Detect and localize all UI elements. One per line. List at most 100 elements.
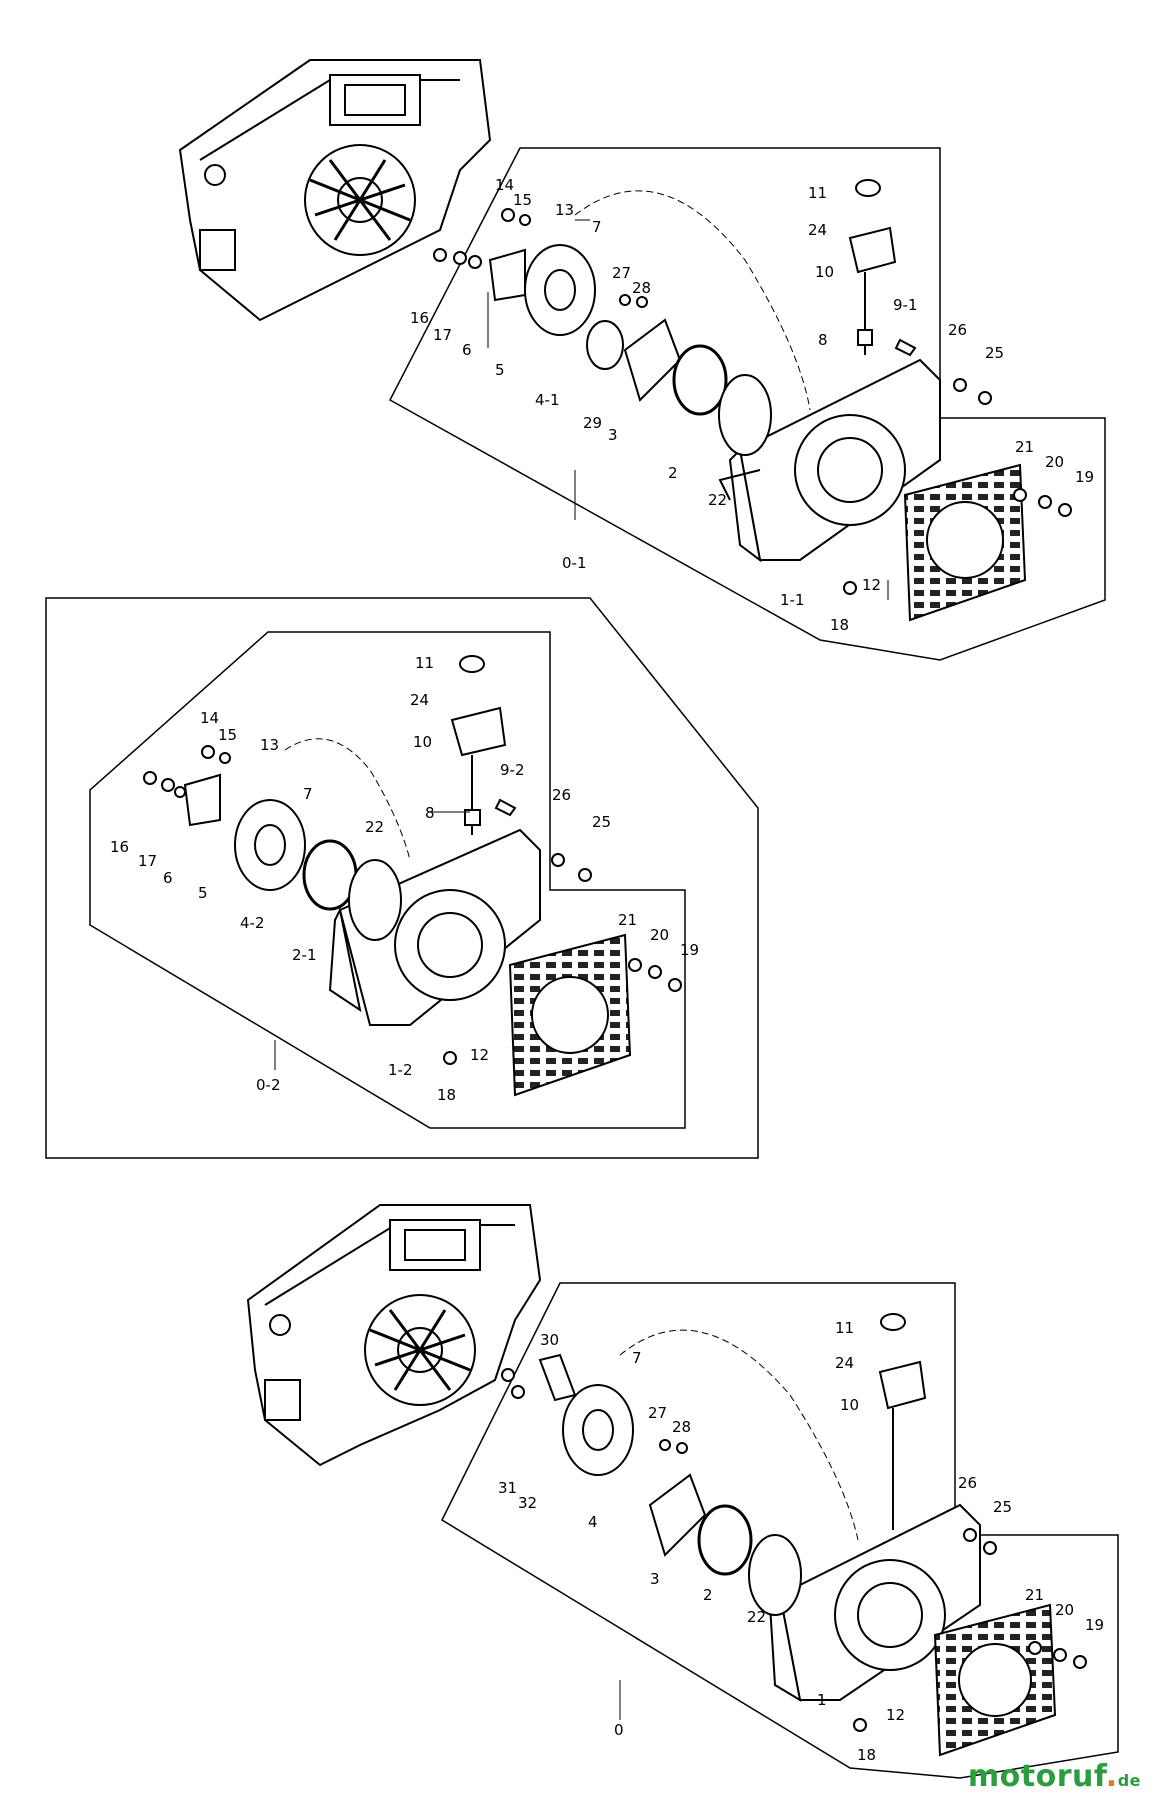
pulley-hub-middle: [254, 824, 286, 866]
disk-22-top: [718, 374, 772, 456]
plate-3-top: [623, 318, 682, 402]
callout-label: 17: [138, 852, 157, 870]
callout-label: 28: [672, 1418, 691, 1436]
callout-label: 25: [993, 1498, 1012, 1516]
callout-label: 6: [163, 869, 173, 887]
callout-label: 26: [958, 1474, 977, 1492]
watermark-logo: motoruf.de: [967, 1759, 1141, 1794]
callout-label: 24: [835, 1354, 854, 1372]
handle-bottom: [878, 1313, 927, 1530]
callout-label: 3: [650, 1570, 660, 1588]
rope-arc-middle: [284, 738, 411, 861]
callout-label: 11: [835, 1319, 854, 1337]
callout-label: 22: [708, 491, 727, 509]
callout-label: 21: [618, 911, 637, 929]
callout-label: 27: [648, 1404, 667, 1422]
grille-top: [903, 463, 1027, 622]
callout-label: 29: [583, 414, 602, 432]
rope-arc-bottom: [619, 1329, 859, 1541]
callout-label: 14: [495, 176, 514, 194]
callout-label: 20: [650, 926, 669, 944]
callout-label: 8: [818, 331, 828, 349]
callout-label: 0-1: [562, 554, 587, 572]
callout-label: 1: [817, 1691, 827, 1709]
group-outline-middle-inner: [89, 631, 686, 1129]
callout-label: 4-2: [240, 914, 265, 932]
callout-label: 18: [830, 616, 849, 634]
callout-label: 24: [410, 691, 429, 709]
callout-label: 22: [747, 1608, 766, 1626]
disk-22-bottom: [748, 1534, 802, 1616]
grille-bottom: [933, 1603, 1057, 1757]
top-assembly: 11 24 10 9-1 8 26 25 21 20 19 18 12 1-1 …: [178, 59, 1106, 661]
group-outline-bottom: [441, 1282, 1119, 1779]
handle-top: [848, 179, 897, 355]
plate-3-bottom: [648, 1473, 707, 1557]
middle-assembly: 11 24 10 9-2 8 26 25 14 15 13 7 16 17 6 …: [45, 597, 759, 1159]
callout-label: 14: [200, 709, 219, 727]
callout-label: 13: [260, 736, 279, 754]
labels-middle: 11 24 10 9-2 8 26 25 14 15 13 7 16 17 6 …: [110, 654, 699, 1104]
callout-label: 0: [614, 1721, 624, 1739]
callout-label: 17: [433, 326, 452, 344]
callout-label: 9-2: [500, 761, 525, 779]
group-outline-top: [389, 147, 1106, 661]
starter-cover-middle: [328, 828, 541, 1026]
ratchet-5-top: [488, 248, 526, 302]
callout-label: 2-1: [292, 946, 317, 964]
callout-label: 25: [985, 344, 1004, 362]
callout-label: 19: [1085, 1616, 1104, 1634]
callout-label: 24: [808, 221, 827, 239]
callout-label: 0-2: [256, 1076, 281, 1094]
callout-label: 2: [703, 1586, 713, 1604]
callout-label: 10: [815, 263, 834, 281]
starter-cover-bottom: [768, 1503, 981, 1703]
callout-label: 1-2: [388, 1061, 413, 1079]
handle-middle: [450, 655, 507, 835]
leaders-middle: [274, 811, 470, 1070]
disk-22-middle: [348, 859, 402, 941]
callout-label: 5: [198, 884, 208, 902]
small-parts-bottom: [501, 1368, 1087, 1732]
bottom-assembly: 11 24 10 30 7 27 28 26 25 31 32 4 3 2 22…: [246, 1204, 1119, 1779]
rope-arc-top: [574, 190, 811, 411]
callout-label: 6: [462, 341, 472, 359]
leaders-bottom: [619, 1465, 894, 1720]
callout-label: 22: [365, 818, 384, 836]
callout-label: 12: [862, 576, 881, 594]
ratchet-5-middle: [183, 773, 221, 827]
callout-label: 4: [588, 1513, 598, 1531]
callout-label: 11: [415, 654, 434, 672]
callout-label: 21: [1015, 438, 1034, 456]
labels-top: 11 24 10 9-1 8 26 25 21 20 19 18 12 1-1 …: [410, 176, 1094, 634]
callout-label: 18: [437, 1086, 456, 1104]
callout-label: 25: [592, 813, 611, 831]
callout-label: 20: [1055, 1601, 1074, 1619]
callout-label: 16: [110, 838, 129, 856]
callout-label: 16: [410, 309, 429, 327]
callout-label: 10: [413, 733, 432, 751]
callout-label: 3: [608, 426, 618, 444]
watermark-tld: de: [1117, 1771, 1141, 1790]
callout-label: 19: [680, 941, 699, 959]
callout-label: 4-1: [535, 391, 560, 409]
spring-2-top: [672, 344, 728, 416]
callout-label: 19: [1075, 468, 1094, 486]
pawl-30-bottom: [538, 1353, 577, 1402]
callout-label: 26: [948, 321, 967, 339]
callout-label: 12: [886, 1706, 905, 1724]
washer-29-top: [586, 320, 624, 370]
grille-middle: [508, 933, 632, 1097]
callout-label: 15: [513, 191, 532, 209]
pulley-hub-bottom: [582, 1409, 614, 1451]
callout-label: 7: [303, 785, 313, 803]
callout-label: 2: [668, 464, 678, 482]
callout-label: 30: [540, 1331, 559, 1349]
spring-2-bottom: [697, 1504, 753, 1576]
watermark-brand: motoruf: [967, 1759, 1106, 1794]
callout-label: 20: [1045, 453, 1064, 471]
callout-label: 26: [552, 786, 571, 804]
labels-bottom: 11 24 10 30 7 27 28 26 25 31 32 4 3 2 22…: [498, 1319, 1104, 1764]
callout-label: 7: [592, 218, 602, 236]
